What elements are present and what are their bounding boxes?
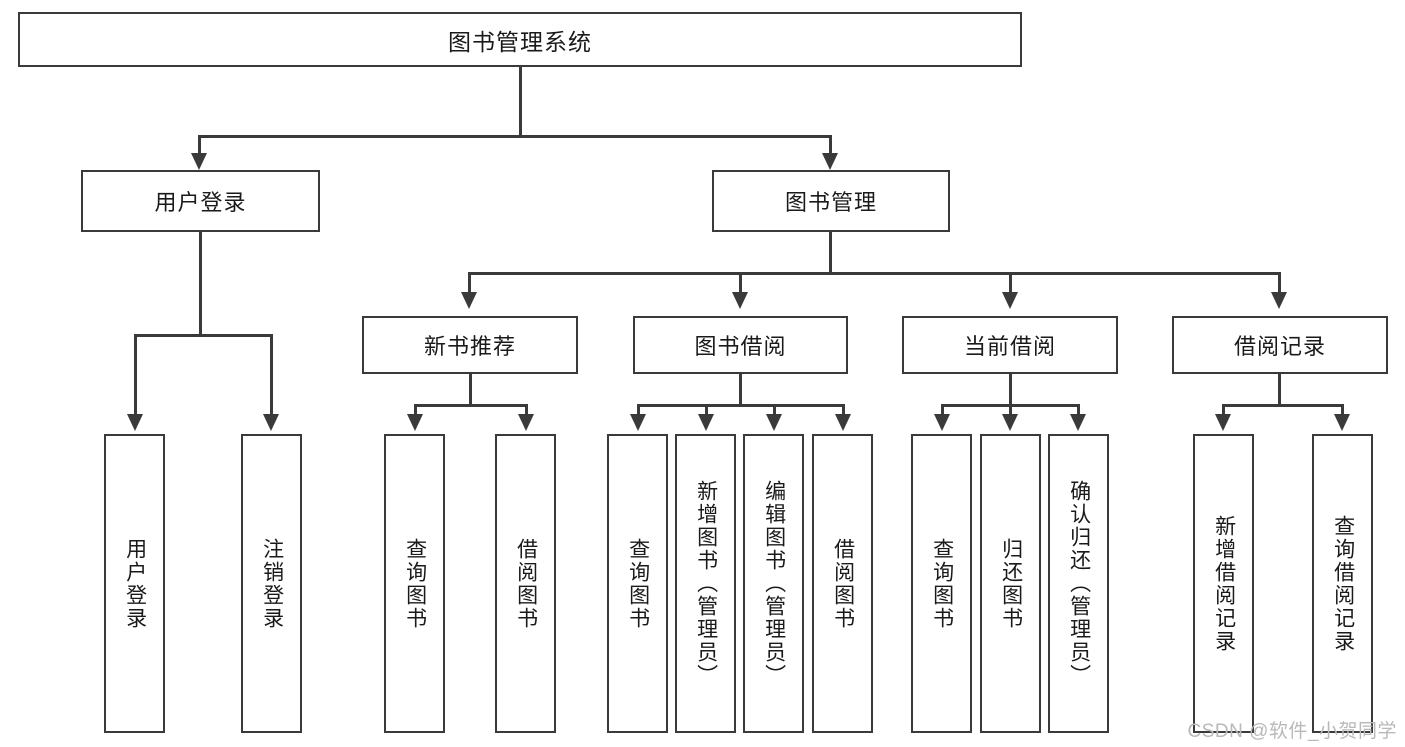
edge-current-borrow-to-confirm: [1077, 404, 1080, 418]
edge-book-manage-bar: [468, 272, 1281, 275]
node-user-login-label: 用户登录: [154, 190, 247, 215]
arrow-book-manage-to-new-book-rec: [461, 292, 477, 309]
arrow-borrow-record-to-query: [1334, 414, 1350, 431]
node-user-login[interactable]: 用户登录: [81, 170, 320, 232]
edge-book-borrow-to-add: [705, 404, 708, 418]
edge-new-book-rec-to-query: [414, 404, 417, 418]
arrow-new-book-rec-to-borrow: [518, 414, 534, 431]
leaf-confirm-return-label: 确认归还（管理员）: [1067, 480, 1091, 687]
leaf-borrow-book-2-label: 借阅图书: [831, 537, 855, 630]
arrow-book-borrow-to-borrow: [835, 414, 851, 431]
edge-borrow-record-bar: [1222, 404, 1344, 407]
leaf-query-book-1-label: 查询图书: [403, 537, 427, 630]
edge-book-manage-to-current-borrow: [1009, 272, 1012, 296]
edge-root-to-book-manage: [829, 135, 832, 157]
arrow-book-manage-to-current-borrow: [1002, 292, 1018, 309]
edge-borrow-record-to-add: [1222, 404, 1225, 418]
leaf-add-book[interactable]: 新增图书（管理员）: [675, 434, 736, 733]
node-borrow-record-label: 借阅记录: [1233, 334, 1326, 359]
arrow-user-login-to-leaf-logout: [263, 414, 279, 431]
leaf-query-book-3[interactable]: 查询图书: [911, 434, 972, 733]
edge-book-borrow-bar: [637, 404, 845, 407]
edge-new-book-rec-to-borrow: [525, 404, 528, 418]
edge-book-manage-to-new-book-rec: [468, 272, 471, 296]
edge-user-login-bar: [134, 334, 273, 337]
leaf-query-book-3-label: 查询图书: [930, 537, 954, 630]
edge-book-borrow-to-borrow: [842, 404, 845, 418]
leaf-confirm-return[interactable]: 确认归还（管理员）: [1048, 434, 1109, 733]
arrow-book-manage-to-borrow-record: [1271, 292, 1287, 309]
node-book-manage-label: 图书管理: [784, 190, 877, 215]
edge-root-bar: [198, 135, 832, 138]
edge-current-borrow-to-return: [1009, 404, 1012, 418]
arrow-user-login-to-leaf-login: [127, 414, 143, 431]
leaf-borrow-book-1-label: 借阅图书: [514, 537, 538, 630]
edge-book-manage-to-borrow-record: [1278, 272, 1281, 296]
arrow-book-borrow-to-add: [698, 414, 714, 431]
leaf-query-record-label: 查询借阅记录: [1331, 514, 1355, 653]
node-root-label: 图书管理系统: [448, 28, 592, 55]
leaf-return-book[interactable]: 归还图书: [980, 434, 1041, 733]
leaf-borrow-book-2[interactable]: 借阅图书: [812, 434, 873, 733]
edge-book-borrow-to-edit: [773, 404, 776, 418]
leaf-query-book-2-label: 查询图书: [626, 537, 650, 630]
edge-root-to-user-login: [198, 135, 201, 157]
arrow-current-borrow-to-query: [934, 414, 950, 431]
node-borrow-record[interactable]: 借阅记录: [1172, 316, 1388, 374]
leaf-edit-book[interactable]: 编辑图书（管理员）: [743, 434, 804, 733]
edge-user-login-to-leaf-logout: [270, 334, 273, 418]
edge-borrow-record-stem: [1278, 374, 1281, 406]
edge-new-book-rec-stem: [469, 374, 472, 406]
leaf-logout-label: 注销登录: [260, 537, 284, 630]
node-current-borrow-label: 当前借阅: [963, 334, 1056, 359]
node-book-borrow-label: 图书借阅: [694, 334, 787, 359]
leaf-query-book-2[interactable]: 查询图书: [607, 434, 668, 733]
arrow-current-borrow-to-return: [1002, 414, 1018, 431]
edge-book-borrow-to-query: [637, 404, 640, 418]
arrow-book-manage-to-book-borrow: [732, 292, 748, 309]
watermark: CSDN @软件_小贺同学: [1187, 721, 1397, 742]
edge-user-login-stem: [199, 232, 202, 336]
edge-root-stem: [519, 67, 522, 137]
leaf-query-book-1[interactable]: 查询图书: [384, 434, 445, 733]
edge-book-borrow-stem: [739, 374, 742, 406]
leaf-query-record[interactable]: 查询借阅记录: [1312, 434, 1373, 733]
arrow-book-borrow-to-edit: [766, 414, 782, 431]
leaf-edit-book-label: 编辑图书（管理员）: [762, 480, 786, 687]
arrow-root-to-user-login: [191, 153, 207, 170]
arrow-current-borrow-to-confirm: [1070, 414, 1086, 431]
node-book-borrow[interactable]: 图书借阅: [633, 316, 848, 374]
arrow-new-book-rec-to-query: [407, 414, 423, 431]
leaf-logout[interactable]: 注销登录: [241, 434, 302, 733]
edge-book-manage-to-book-borrow: [739, 272, 742, 296]
arrow-borrow-record-to-add: [1215, 414, 1231, 431]
arrow-root-to-book-manage: [822, 153, 838, 170]
node-new-book-rec-label: 新书推荐: [423, 334, 516, 359]
leaf-add-record-label: 新增借阅记录: [1212, 514, 1236, 653]
edge-new-book-rec-bar: [414, 404, 528, 407]
leaf-add-record[interactable]: 新增借阅记录: [1193, 434, 1254, 733]
leaf-borrow-book-1[interactable]: 借阅图书: [495, 434, 556, 733]
edge-current-borrow-to-query: [941, 404, 944, 418]
node-new-book-rec[interactable]: 新书推荐: [362, 316, 578, 374]
node-current-borrow[interactable]: 当前借阅: [902, 316, 1118, 374]
arrow-book-borrow-to-query: [630, 414, 646, 431]
edge-borrow-record-to-query: [1341, 404, 1344, 418]
node-root[interactable]: 图书管理系统: [18, 12, 1022, 67]
leaf-return-book-label: 归还图书: [999, 537, 1023, 630]
edge-user-login-to-leaf-login: [134, 334, 137, 418]
leaf-user-login-label: 用户登录: [123, 537, 147, 630]
leaf-user-login[interactable]: 用户登录: [104, 434, 165, 733]
leaf-add-book-label: 新增图书（管理员）: [694, 480, 718, 687]
node-book-manage[interactable]: 图书管理: [712, 170, 950, 232]
edge-book-manage-stem: [829, 232, 832, 274]
edge-current-borrow-stem: [1009, 374, 1012, 406]
